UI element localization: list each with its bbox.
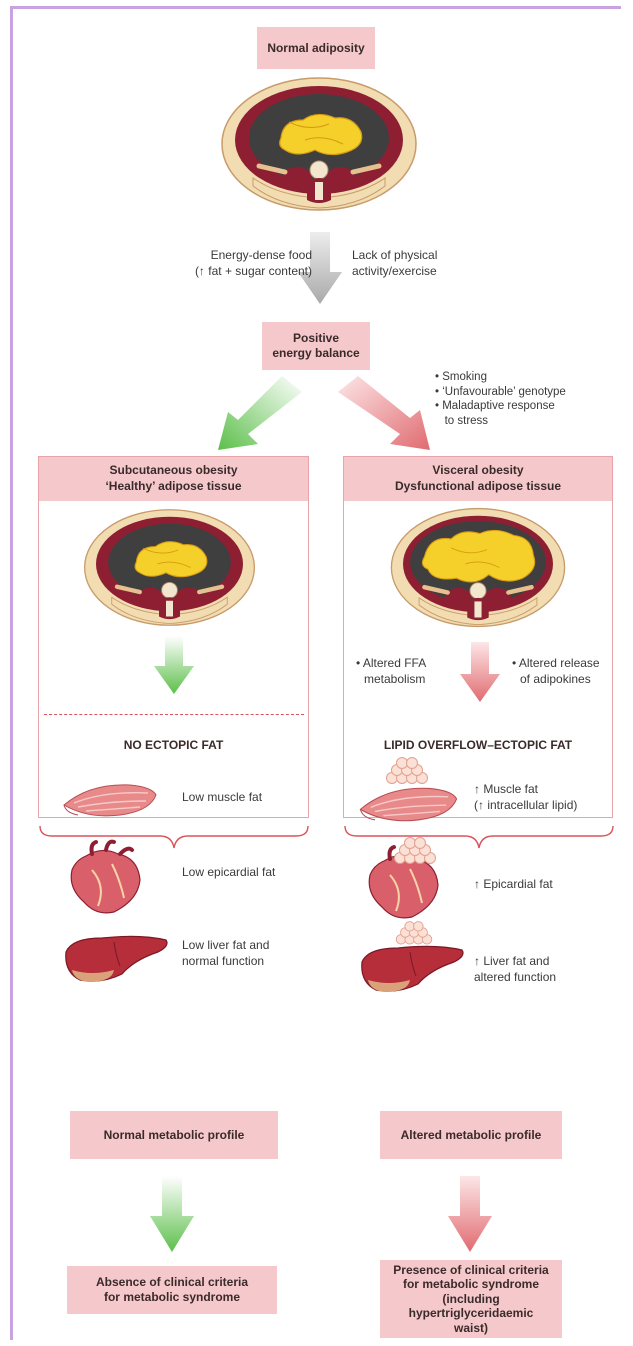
- normal-adiposity-box: Normal adiposity: [257, 27, 375, 69]
- abdomen-cross-section-icon: [378, 505, 578, 630]
- absence-criteria-box: Absence of clinical criteria for metabol…: [67, 1266, 277, 1314]
- lack-activity-label: Lack of physical activity/exercise: [352, 248, 502, 279]
- muscle-fat-label: ↑ Muscle fat (↑ intracellular lipid): [474, 782, 577, 813]
- low-muscle-fat-label: Low muscle fat: [182, 790, 262, 806]
- epicardial-fat-label: ↑ Epicardial fat: [474, 877, 553, 893]
- no-ectopic-fat-title: NO ECTOPIC FAT: [38, 738, 309, 752]
- abdomen-cross-section-icon: [82, 505, 257, 630]
- altered-adipokines-label: • Altered release of adipokines: [512, 656, 600, 687]
- energy-dense-food-label: Energy-dense food (↑ fat + sugar content…: [172, 248, 312, 279]
- low-liver-fat-label: Low liver fat and normal function: [182, 938, 269, 969]
- red-diagonal-arrow: [330, 372, 440, 452]
- risk-factor-item: • Maladaptive response: [435, 399, 615, 414]
- normal-metabolic-profile-box: Normal metabolic profile: [70, 1111, 278, 1159]
- abdomen-cross-section-icon: [219, 74, 419, 214]
- liver-icon: [62, 930, 172, 988]
- left-brace: [38, 822, 310, 852]
- green-diagonal-arrow: [210, 372, 310, 452]
- risk-factor-item: • Smoking: [435, 370, 615, 385]
- risk-factor-item: • ‘Unfavourable’ genotype: [435, 385, 615, 400]
- green-bottom-arrow: [150, 1176, 194, 1252]
- visceral-header: Visceral obesity Dysfunctional adipose t…: [344, 457, 612, 501]
- red-down-arrow: [460, 642, 500, 702]
- risk-factor-item: to stress: [435, 414, 615, 429]
- liver-fat-label: ↑ Liver fat and altered function: [474, 954, 556, 985]
- right-brace: [343, 822, 615, 852]
- red-bottom-arrow: [448, 1176, 492, 1252]
- dashed-divider: [44, 714, 304, 715]
- subcutaneous-header: Subcutaneous obesity ‘Healthy’ adipose t…: [39, 457, 308, 501]
- lipid-droplets-icon: [382, 758, 432, 788]
- normal-adiposity-label: Normal adiposity: [267, 41, 364, 56]
- presence-criteria-box: Presence of clinical criteria for metabo…: [380, 1260, 562, 1338]
- positive-energy-balance-box: Positive energy balance: [262, 322, 370, 370]
- altered-ffa-label: • Altered FFA metabolism: [356, 656, 426, 687]
- low-epicardial-fat-label: Low epicardial fat: [182, 865, 275, 881]
- muscle-icon: [60, 775, 160, 819]
- liver-icon: [358, 940, 468, 998]
- lipid-overflow-title: LIPID OVERFLOW–ECTOPIC FAT: [343, 738, 613, 752]
- lipid-droplets-icon: [392, 922, 436, 948]
- altered-metabolic-profile-box: Altered metabolic profile: [380, 1111, 562, 1159]
- risk-factors-list: • Smoking• ‘Unfavourable’ genotype• Mala…: [435, 370, 615, 429]
- green-down-arrow: [154, 636, 194, 694]
